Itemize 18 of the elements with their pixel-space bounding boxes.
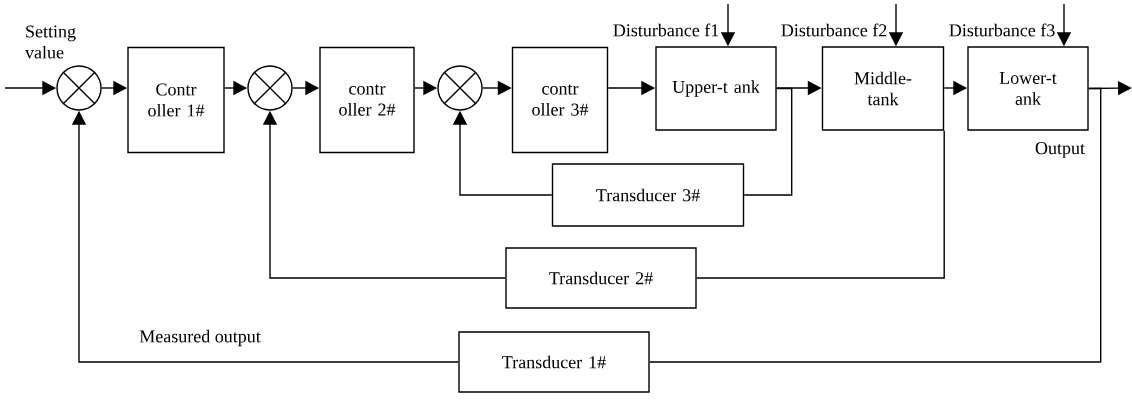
edge-label: Disturbance f2 (781, 23, 887, 37)
block-box: Middle- tank (821, 46, 945, 131)
block-box: Transducer 3# (551, 163, 745, 227)
summing-junction (56, 65, 102, 111)
summing-junction (247, 65, 293, 111)
block-box: Transducer 1# (458, 331, 650, 393)
edge-label: Measured output (139, 329, 261, 347)
block-box: Transducer 2# (505, 247, 697, 309)
output-label: Output (1035, 142, 1085, 158)
block-box: Upper-t ank (655, 46, 777, 131)
edge-label: Disturbance f3 (949, 23, 1055, 37)
block-box: contr oller 2# (319, 46, 415, 154)
block-box: Contr oller 1# (127, 46, 225, 154)
block-box: contr oller 3# (511, 46, 609, 154)
block-box: Lower-t ank (967, 46, 1089, 131)
edge-label: Disturbance f1 (613, 23, 719, 37)
edge-label: Setting value (25, 25, 76, 59)
summing-junction (437, 65, 483, 111)
